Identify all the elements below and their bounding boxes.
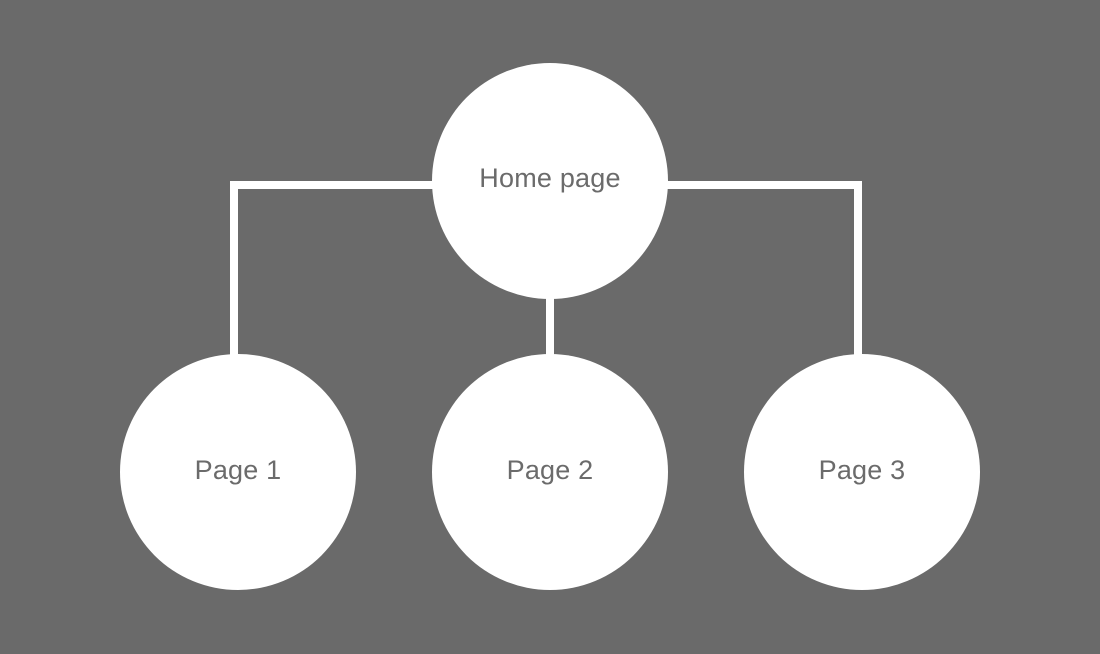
node-home-page: Home page xyxy=(432,63,668,299)
node-label-home-page: Home page xyxy=(479,162,621,193)
node-page-2: Page 2 xyxy=(432,354,668,590)
node-page-3: Page 3 xyxy=(744,354,980,590)
node-label-page-3: Page 3 xyxy=(818,455,906,485)
node-page-1: Page 1 xyxy=(120,354,356,590)
node-label-page-2: Page 2 xyxy=(506,455,594,485)
connector-home-to-page-1 xyxy=(230,181,434,356)
node-label-page-1: Page 1 xyxy=(194,455,282,485)
connector-home-to-page-3 xyxy=(666,181,862,356)
